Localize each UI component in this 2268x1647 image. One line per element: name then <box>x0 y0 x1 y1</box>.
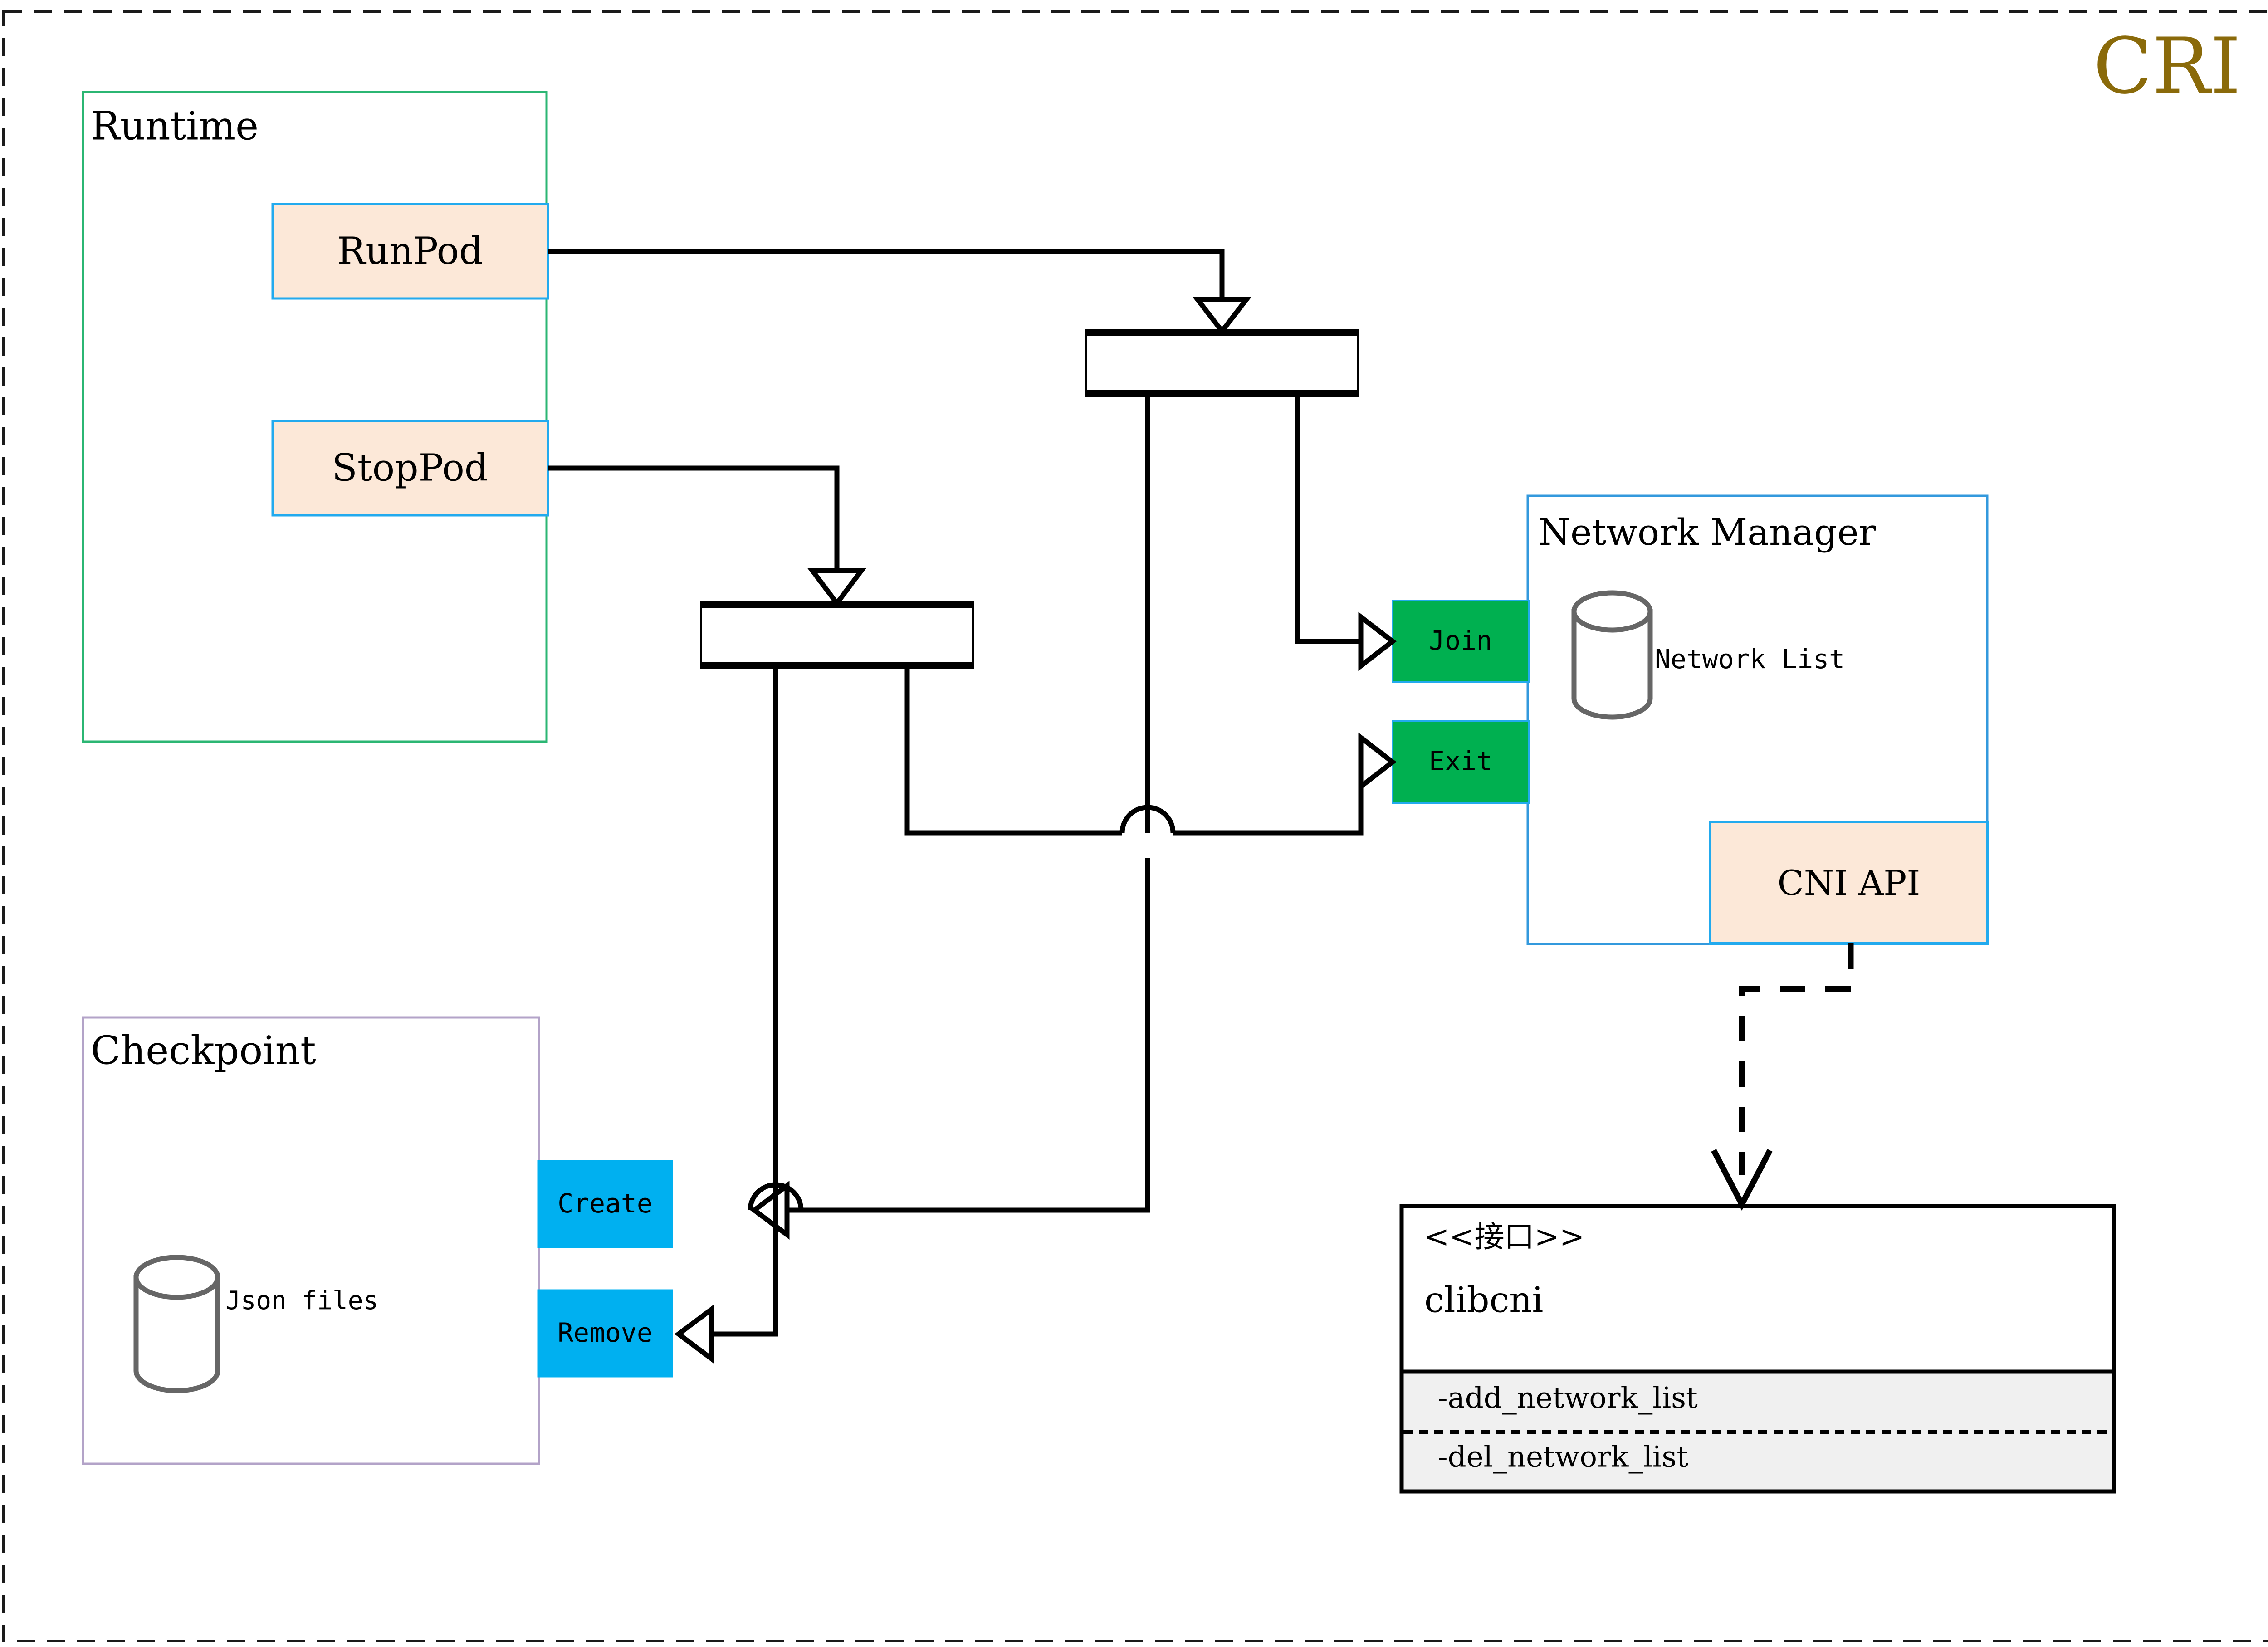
page-title: CRI <box>2093 21 2241 111</box>
clibcni-name: clibcni <box>1424 1280 1543 1321</box>
network-list-cylinder-icon <box>1571 590 1653 720</box>
clibcni-method-add: -add_network_list <box>1438 1382 1698 1415</box>
line-hop-create-icon <box>748 1182 804 1211</box>
create-node[interactable] <box>537 1160 673 1248</box>
runpod-node[interactable] <box>271 203 549 300</box>
cni-api-label: CNI API <box>1778 863 1921 903</box>
join-node[interactable] <box>1392 600 1530 683</box>
clibcni-interface-header <box>1399 1204 2116 1374</box>
connector-fork-to-exit-right <box>1173 762 1364 836</box>
arrowhead-join-icon <box>1358 611 1397 671</box>
runtime-group-label: Runtime <box>91 104 259 149</box>
stoppod-node[interactable] <box>271 420 549 517</box>
connector-fork-to-remove <box>711 667 778 1337</box>
arrowhead-remove-icon <box>674 1305 714 1364</box>
connector-runpod-to-fork <box>548 249 1225 299</box>
create-label: Create <box>557 1188 653 1219</box>
remove-label: Remove <box>557 1317 653 1348</box>
connector-fork-to-create-lower <box>787 858 1150 1213</box>
arrowhead-runpod-fork-icon <box>1192 297 1252 336</box>
checkpoint-store-cylinder-icon <box>133 1255 220 1393</box>
outer-dashed-frame <box>2 10 2268 1642</box>
fork-bar-runpod <box>1085 329 1359 397</box>
arrowhead-stoppod-fork-icon <box>807 568 866 608</box>
clibcni-method-del: -del_network_list <box>1438 1441 1688 1474</box>
network-list-label: Network List <box>1655 644 1845 674</box>
clibcni-stereotype: <<接口>> <box>1424 1219 1584 1254</box>
remove-node[interactable] <box>537 1289 673 1378</box>
checkpoint-store-label: Json files <box>225 1286 378 1315</box>
runtime-group-box <box>82 91 548 743</box>
connector-cniapi-to-clibcni <box>1739 943 1854 1175</box>
checkpoint-group-label: Checkpoint <box>91 1028 316 1074</box>
connector-stoppod-to-fork <box>548 465 840 571</box>
runpod-label: RunPod <box>337 230 483 273</box>
exit-label: Exit <box>1429 746 1492 777</box>
connector-fork-to-exit <box>904 667 1122 836</box>
connector-fork-to-join <box>1295 395 1361 644</box>
checkpoint-group-box <box>82 1016 540 1465</box>
arrowhead-exit-icon <box>1358 732 1397 792</box>
exit-node[interactable] <box>1392 720 1530 804</box>
arrowhead-create-icon <box>750 1181 790 1240</box>
join-label: Join <box>1429 625 1492 656</box>
cni-api-node[interactable] <box>1709 821 1989 945</box>
line-hop-exit-icon <box>1119 805 1176 833</box>
stoppod-label: StopPod <box>332 447 489 490</box>
network-manager-group-label: Network Manager <box>1539 511 1877 553</box>
arrowhead-clibcni-icon <box>1711 1149 1773 1211</box>
fork-bar-stoppod <box>700 601 974 669</box>
